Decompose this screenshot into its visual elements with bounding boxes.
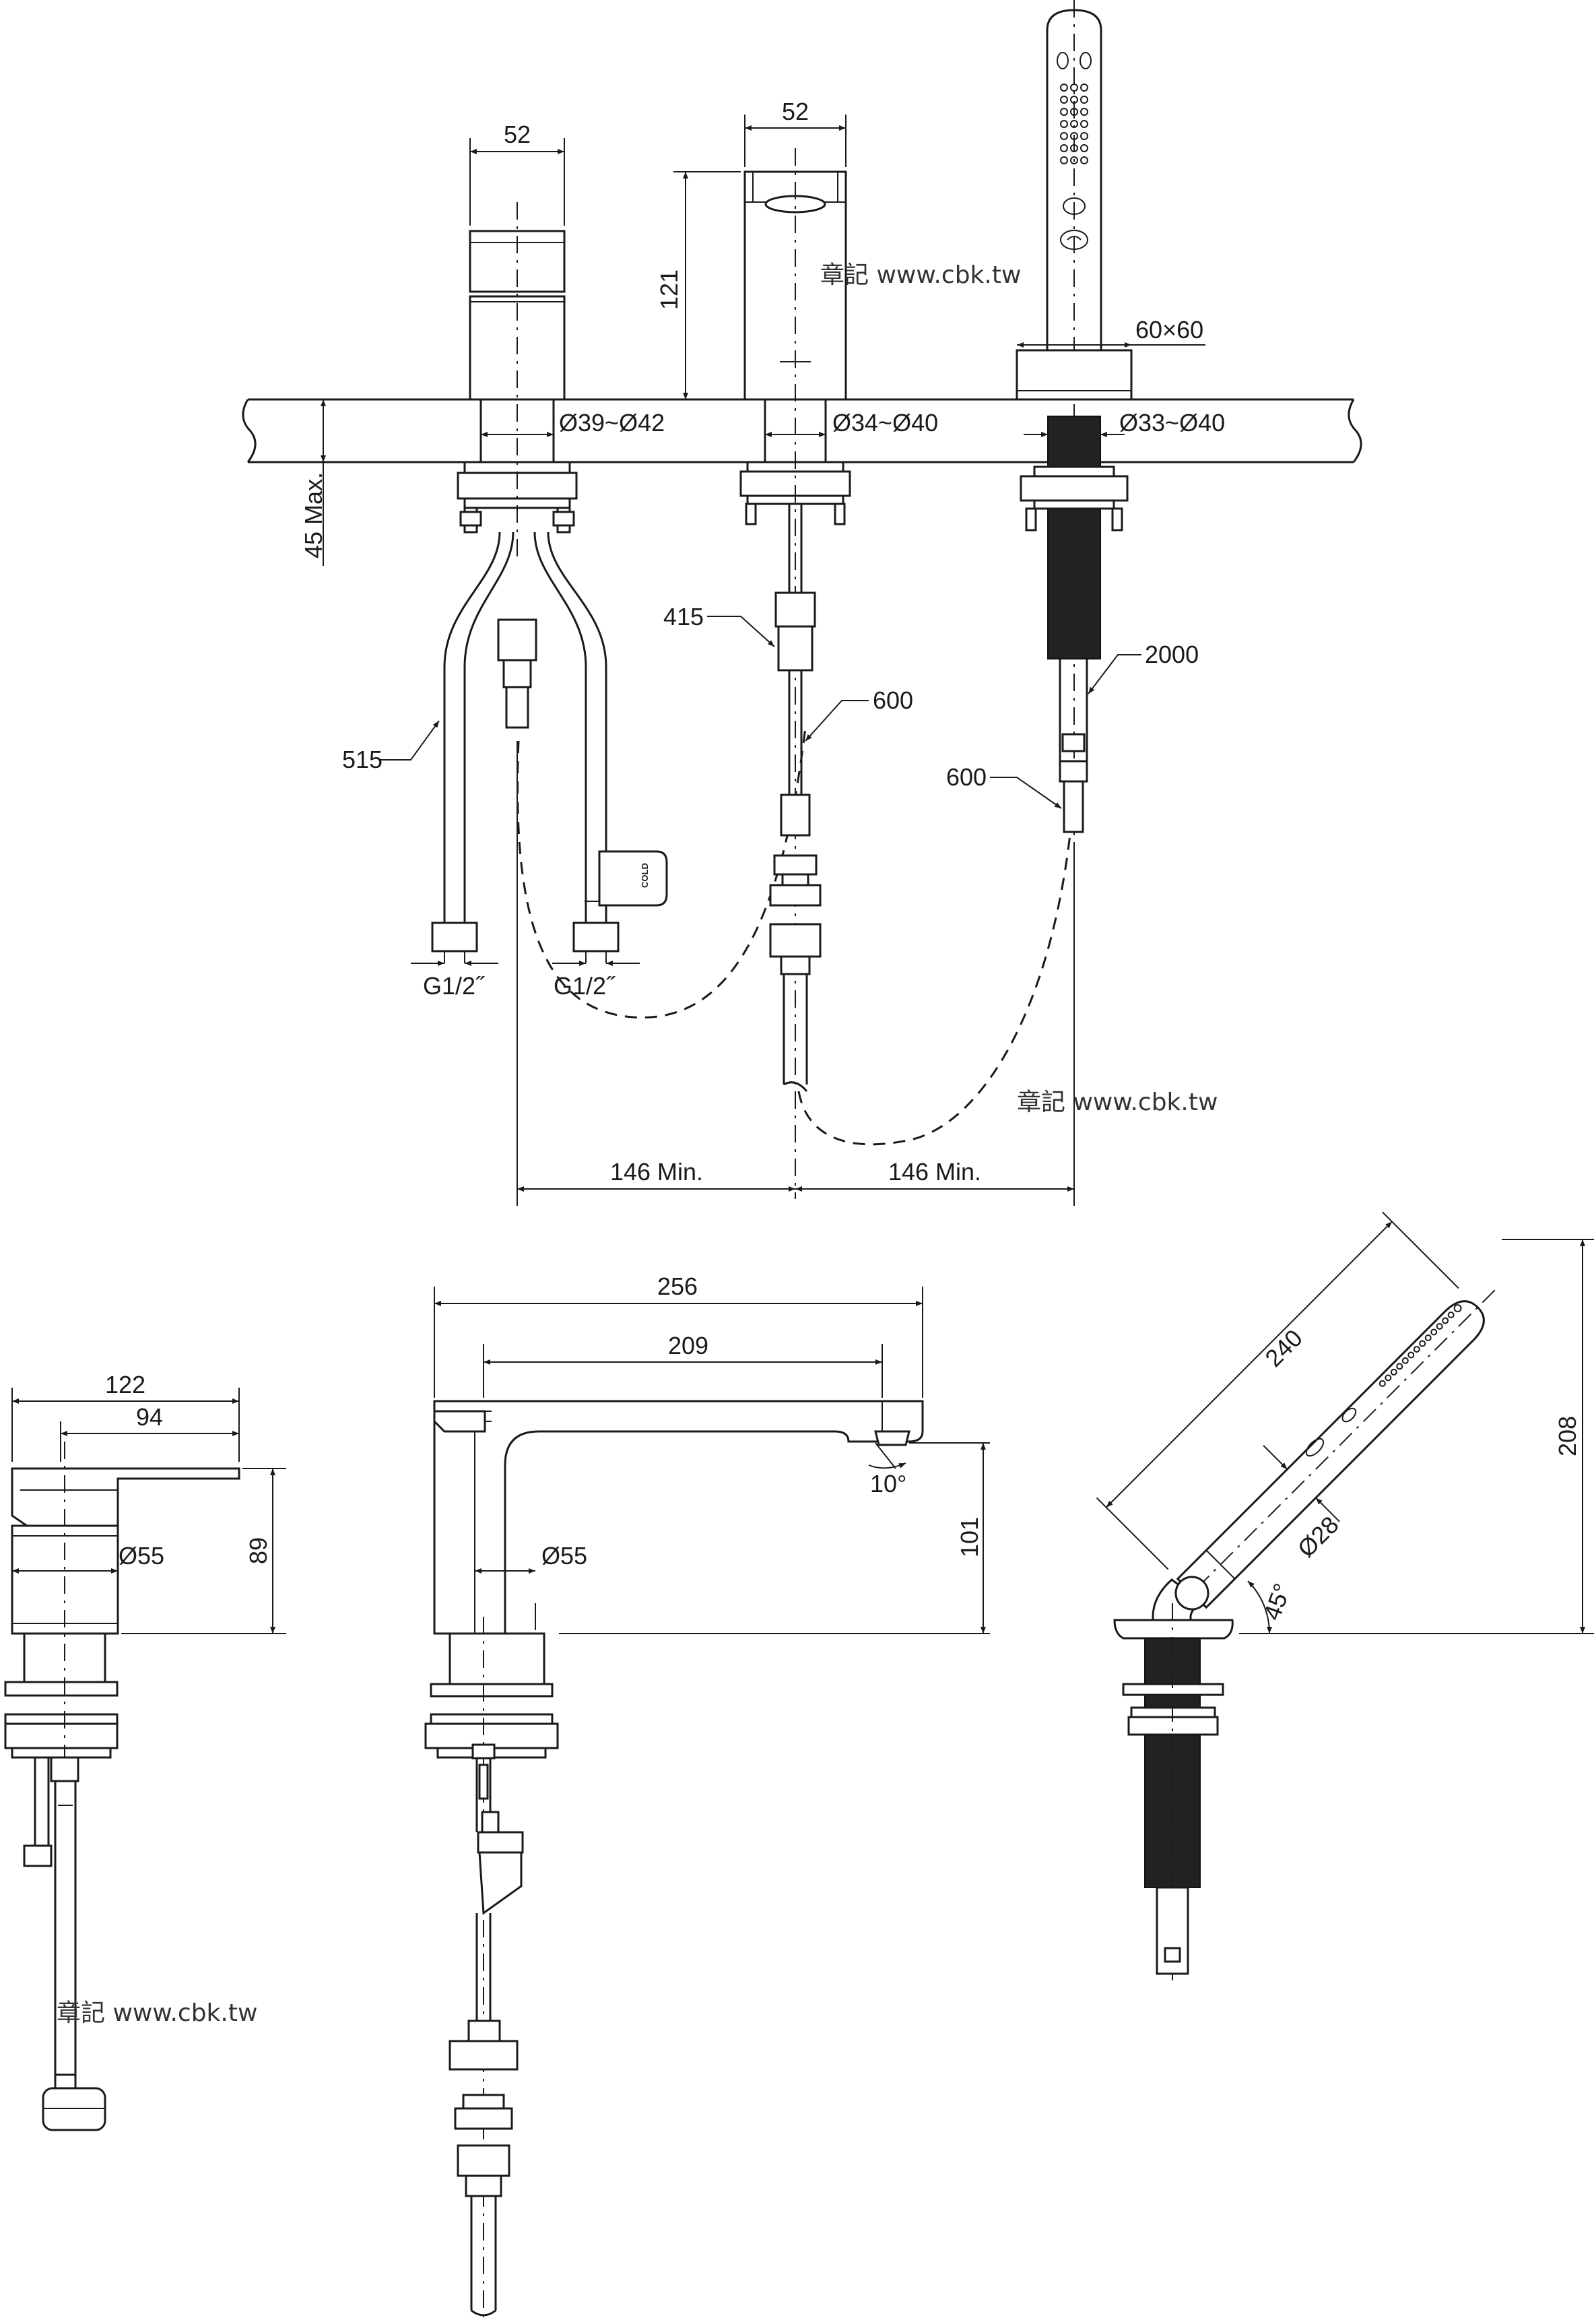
mixer-body: COLD <box>431 202 668 963</box>
hand-shower-top <box>1016 0 1133 835</box>
dim-spout-height: 121 <box>655 269 683 310</box>
cold-tag-label: COLD <box>640 863 650 888</box>
dim-spout-angle: 10° <box>870 1470 906 1497</box>
dim-thread-right: G1/2˝ <box>554 972 616 1000</box>
spout-side-view: 256 209 10° 101 Ø55 <box>424 1272 990 2317</box>
dim-shower-base: 60×60 <box>1135 316 1203 344</box>
deck-installation-view: COLD <box>242 0 1362 1206</box>
dim-spout-hole: Ø34~Ø40 <box>832 409 938 437</box>
dim-deck-thickness: 45 Max. <box>300 472 327 558</box>
dim-spout-length: 256 <box>657 1272 698 1300</box>
watermark-bottom: 章記 www.cbk.tw <box>57 1999 257 2027</box>
dim-lever-length: 94 <box>136 1403 163 1431</box>
dim-spout-reach: 209 <box>668 1332 708 1359</box>
dim-thread-left: G1/2˝ <box>423 972 485 1000</box>
dim-mixer-width: 52 <box>504 121 531 148</box>
dim-mixer-height: 89 <box>244 1537 272 1564</box>
top-dimensions: 52 52 121 60×60 Ø39~Ø42 Ø34~Ø40 Ø33~Ø40 <box>300 98 1225 1206</box>
shower-hose-dashed <box>797 828 1072 1146</box>
label-hose-415: 415 <box>663 603 704 631</box>
hand-shower-side-view: 240 Ø28 208 45° <box>1096 1211 1594 1980</box>
mixer-to-spout-dashed <box>517 727 807 1019</box>
dim-spacing-right: 146 Min. <box>888 1158 981 1186</box>
label-hose-515: 515 <box>342 746 383 773</box>
dim-mixer-depth: 122 <box>105 1371 145 1398</box>
dim-shower-height: 208 <box>1554 1416 1581 1456</box>
dim-shower-angle: 45° <box>1258 1580 1296 1623</box>
dim-shower-hole: Ø33~Ø40 <box>1119 409 1225 437</box>
dim-mixer-hole: Ø39~Ø42 <box>559 409 665 437</box>
spout-body <box>739 148 851 1199</box>
dim-mixer-diameter: Ø55 <box>119 1542 164 1570</box>
dim-spout-width: 52 <box>782 98 809 125</box>
dim-spacing-left: 146 Min. <box>610 1158 703 1186</box>
label-hose-600b: 600 <box>946 763 987 791</box>
dim-spout-height-side: 101 <box>956 1517 983 1557</box>
watermark-top: 章記 www.cbk.tw <box>820 261 1021 289</box>
mixer-side-view: 122 94 89 Ø55 章記 www.cbk.tw <box>4 1371 286 2131</box>
dim-shower-length: 240 <box>1259 1324 1307 1371</box>
watermark-middle: 章記 www.cbk.tw <box>1017 1089 1218 1116</box>
dim-spout-diameter: Ø55 <box>541 1542 587 1570</box>
label-hose-2000: 2000 <box>1145 641 1199 668</box>
label-hose-600a: 600 <box>873 686 913 714</box>
